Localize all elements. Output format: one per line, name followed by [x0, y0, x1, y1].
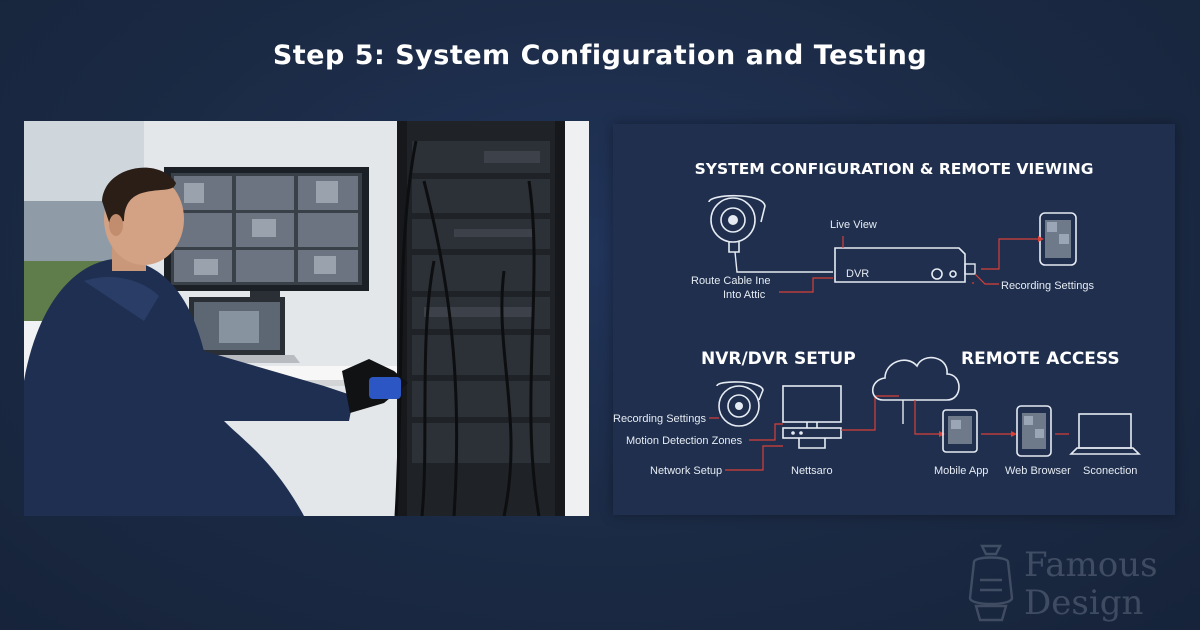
laptop-icon: [174, 297, 300, 363]
live-view-label: Live View: [830, 219, 877, 231]
watermark-text-1: Famous: [1024, 545, 1158, 585]
technician-photo: [24, 121, 589, 516]
recording-settings-label: Recording Settings: [613, 413, 706, 425]
watermark-text-2: Design: [1024, 583, 1144, 623]
camera-icon: [716, 381, 764, 427]
dvr-label: DVR: [846, 268, 869, 280]
mobile-app-label: Mobile App: [934, 465, 988, 477]
server-rack: [394, 121, 589, 516]
connection-label: Sconection: [1083, 465, 1137, 477]
watermark-logo: Famous Design: [962, 540, 1200, 630]
dvr-icon: [834, 247, 976, 283]
attic-label: Into Attic: [723, 289, 766, 301]
technician: [24, 167, 408, 516]
camera-icon: [708, 194, 766, 253]
nvr-setup-heading: NVR/DVR SETUP: [701, 349, 856, 369]
phone-icon: [1039, 212, 1077, 266]
remote-access-heading: REMOTE ACCESS: [961, 349, 1120, 369]
motion-detection-label: Motion Detection Zones: [626, 435, 743, 447]
route-cable-label: Route Cable Ine: [691, 275, 771, 287]
web-browser-label: Web Browser: [1005, 465, 1071, 477]
diagram-heading: SYSTEM CONFIGURATION & REMOTE VIEWING: [695, 160, 1094, 178]
configuration-diagram: SYSTEM CONFIGURATION & REMOTE VIEWING DV…: [613, 124, 1175, 515]
laptop-icon: [1069, 413, 1141, 455]
monitor-icon: [782, 385, 842, 449]
lamp-logo-icon: [968, 544, 1014, 622]
tablet-icon: [942, 409, 978, 453]
nvr-device-label: Nettsaro: [791, 465, 833, 477]
recording-settings-top-label: Recording Settings: [1001, 280, 1094, 292]
cloud-icon: [871, 356, 960, 401]
phone-icon: [1016, 405, 1052, 457]
network-setup-label: Network Setup: [650, 465, 722, 477]
page-title: Step 5: System Configuration and Testing: [272, 40, 928, 71]
monitor-icon: [164, 167, 369, 297]
